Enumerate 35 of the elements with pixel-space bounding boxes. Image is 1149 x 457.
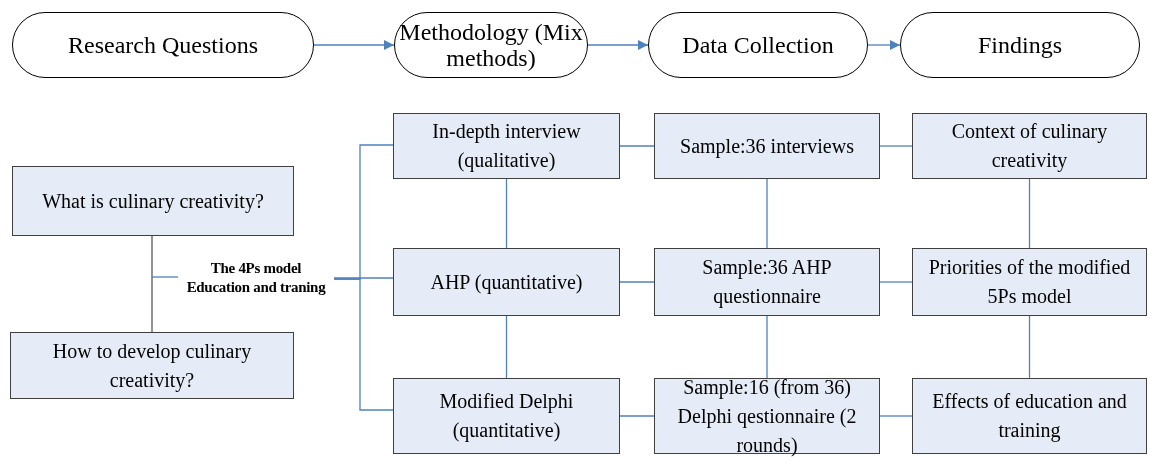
connector-line: [333, 277, 394, 279]
connector-line: [151, 235, 153, 333]
connector-line: [619, 281, 655, 283]
stage-pill: Data Collection: [648, 12, 868, 78]
connector-line: [766, 178, 768, 249]
process-box: Modified Delphi (quantitative): [393, 378, 620, 454]
connector-line: [619, 415, 655, 417]
stage-pill: Research Questions: [12, 12, 314, 78]
process-box: Context of culinary creativity: [912, 113, 1147, 179]
process-box: What is culinary creativity?: [12, 166, 294, 236]
process-box: How to develop culinary creativity?: [10, 332, 294, 399]
branch-label: The 4Ps model Education and traning: [178, 256, 334, 300]
stage-pill: Methodology (Mix methods): [394, 12, 588, 78]
connector-line: [333, 278, 394, 411]
connector-line: [1028, 178, 1031, 249]
process-box: Effects of education and training: [912, 378, 1147, 454]
arrow: [587, 40, 649, 50]
connector-line: [505, 178, 508, 249]
connector-line: [766, 315, 768, 379]
connector-line: [1028, 315, 1031, 379]
process-box: Sample:16 (from 36) Delphi qestionnaire (2 rounds): [654, 378, 880, 454]
process-box: In-depth interview (qualitative): [393, 113, 620, 179]
arrow: [867, 40, 901, 50]
connector-line: [151, 276, 179, 278]
process-box: AHP (quantitative): [393, 248, 620, 316]
process-box: Priorities of the modified 5Ps model: [912, 248, 1147, 316]
connector-line: [879, 415, 913, 417]
connector-line: [619, 145, 655, 147]
process-box: Sample:36 AHP questionnaire: [654, 248, 880, 316]
connector-line: [505, 315, 508, 379]
connector-line: [879, 145, 913, 147]
arrow: [313, 40, 395, 50]
connector-line: [879, 281, 913, 283]
stage-pill: Findings: [900, 12, 1140, 78]
process-box: Sample:36 interviews: [654, 113, 880, 179]
